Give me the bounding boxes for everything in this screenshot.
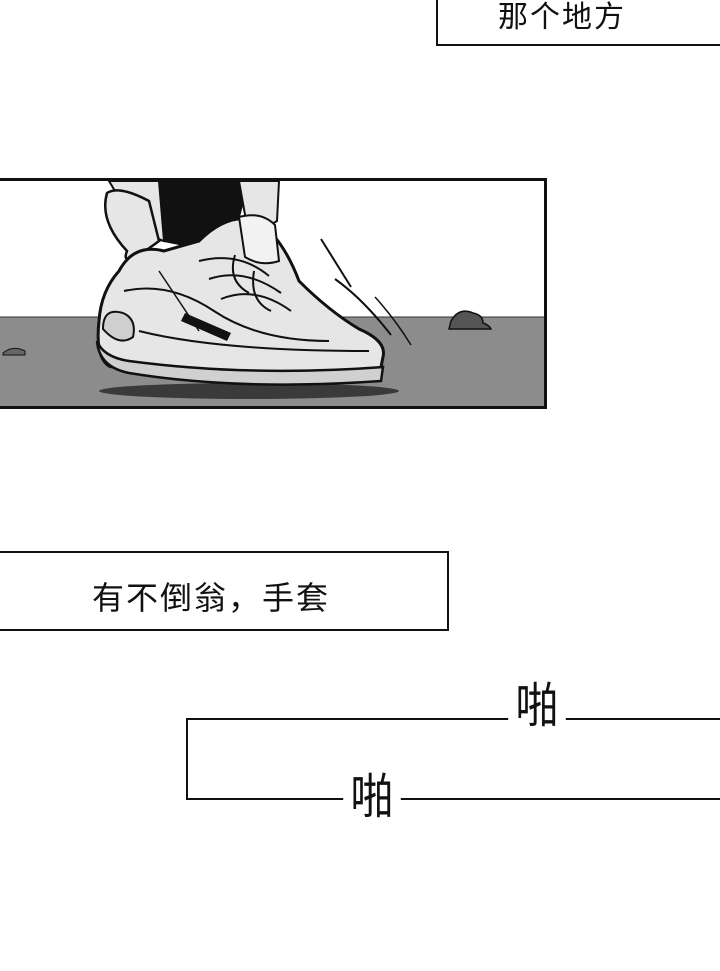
- sneaker-heel-air: [101, 310, 135, 342]
- pebble-left: [2, 347, 26, 356]
- caption-text-middle: 有不倒翁，手套: [92, 579, 331, 617]
- caption-box-middle: 有不倒翁，手套: [0, 551, 449, 631]
- sound-effect-pa-upper: 啪: [508, 682, 566, 730]
- sound-effect-frame: [186, 718, 720, 800]
- sound-effect-pa-lower: 啪: [343, 773, 401, 821]
- sneaker-midsole-line: [138, 330, 370, 352]
- sneaker-laces: [198, 254, 292, 312]
- motion-line-1: [320, 238, 352, 288]
- sneaker-tongue: [237, 214, 281, 265]
- motion-line-2: [334, 278, 392, 336]
- shoe-shadow: [99, 383, 399, 399]
- sneaker-illustration: [0, 181, 544, 406]
- sneaker-sole: [95, 340, 385, 386]
- sneaker-logo-strip: [181, 313, 231, 341]
- motion-line-3: [374, 296, 412, 346]
- pebble-right: [448, 310, 493, 330]
- sneaker-panel-line: [123, 287, 330, 342]
- comic-panel-sneaker: [0, 178, 547, 409]
- caption-box-top: 那个地方: [436, 0, 720, 46]
- caption-text-top: 那个地方: [498, 0, 626, 35]
